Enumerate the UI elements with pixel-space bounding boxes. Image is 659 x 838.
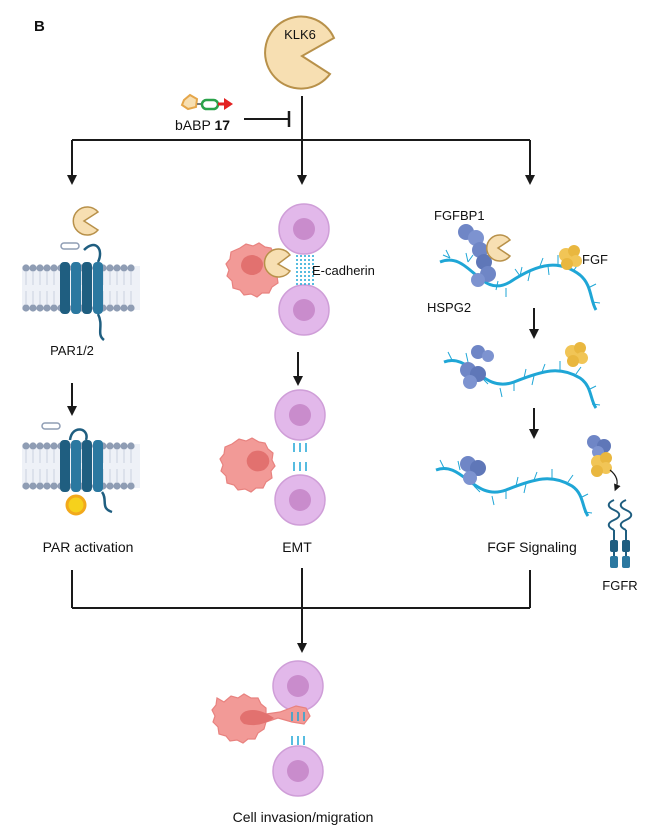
lipid-head <box>29 442 37 450</box>
lipid-head <box>113 482 121 490</box>
inhibitor-warhead-icon <box>180 93 199 111</box>
fgfr-label: FGFR <box>602 578 637 593</box>
lipid-head <box>29 482 37 490</box>
lipid-head <box>36 482 44 490</box>
babp17-inhibitor: bABP 17 <box>175 93 291 133</box>
fgfbp1-cleaved-icon <box>460 345 494 389</box>
lipid-head <box>106 442 114 450</box>
lipid-head <box>106 304 114 312</box>
panel-letter: B <box>34 18 45 35</box>
fgf-label: FGF <box>582 252 608 267</box>
lipid-head <box>50 482 58 490</box>
fgf-protein-icon-1 <box>559 245 582 270</box>
lipid-head <box>22 264 30 272</box>
fgf-protein-icon-2 <box>565 342 588 367</box>
e-cadherin-label: E-cadherin <box>312 263 375 278</box>
klk6-enzyme: KLK6 <box>264 15 336 90</box>
lipid-head <box>106 264 114 272</box>
lipid-head <box>106 482 114 490</box>
lipid-head <box>29 264 37 272</box>
lipid-head <box>50 264 58 272</box>
invasion-group: Cell invasion/migration <box>211 660 374 825</box>
fgf-outcome-label: FGF Signaling <box>487 539 576 555</box>
top-branch-arrows <box>67 96 535 185</box>
lipid-head <box>127 264 135 272</box>
lipid-head <box>120 482 128 490</box>
klk6-small-icon-fgf <box>486 234 512 262</box>
lipid-head <box>120 442 128 450</box>
bottom-merge-arrows <box>71 568 531 653</box>
inhibitor-tag-icon <box>224 98 233 110</box>
epithelial-cell-bottom-2 <box>274 474 326 526</box>
epithelial-cell-bottom-1 <box>278 284 330 336</box>
inhibitor-linker-icon <box>200 98 220 111</box>
par-receptor-icon <box>60 243 105 341</box>
junction-remnant-icon <box>291 712 305 745</box>
par-activated-receptor-icon <box>60 428 113 516</box>
lipid-head <box>120 264 128 272</box>
klk6-small-icon <box>72 206 100 236</box>
e-cadherin-junction-icon <box>296 255 314 285</box>
peptide-icon <box>60 242 80 250</box>
lipid-head <box>127 442 135 450</box>
released-peptide-icon <box>41 422 61 430</box>
hspg2-strand-1 <box>439 224 601 311</box>
fgf-column: FGFBP1 FGF HSPG2 <box>427 208 638 593</box>
klk6-small-icon-emt <box>263 248 292 278</box>
lipid-head <box>43 442 51 450</box>
final-outcome-label: Cell invasion/migration <box>233 809 374 825</box>
disrupted-junction-icon <box>293 443 307 471</box>
hspg2-strand-3 <box>435 435 621 517</box>
binding-arrow <box>609 469 621 492</box>
lipid-head <box>22 482 30 490</box>
epithelial-cell-top-2 <box>274 389 326 441</box>
lipid-head <box>43 304 51 312</box>
lipid-head <box>113 264 121 272</box>
fgfbp1-protein-icon <box>458 224 496 287</box>
fgfbp1-label: FGFBP1 <box>434 208 485 223</box>
lipid-head <box>36 264 44 272</box>
lipid-head <box>43 264 51 272</box>
epithelial-cell-top-3 <box>272 660 324 712</box>
fgfbp1-released-icon <box>460 456 486 485</box>
invading-tumor-cell <box>211 693 311 744</box>
epithelial-cell-top-1 <box>278 203 330 255</box>
tumor-cell-2 <box>219 437 276 493</box>
fgfbp1-fgf-complex-icon <box>587 435 612 477</box>
lipid-head <box>36 442 44 450</box>
lipid-head <box>50 304 58 312</box>
par-outcome-label: PAR activation <box>43 539 134 555</box>
fgfr-receptor-icon <box>607 499 633 568</box>
inhibitor-label: bABP 17 <box>175 117 230 133</box>
lipid-head <box>113 304 121 312</box>
par-receptor-label: PAR1/2 <box>50 343 94 358</box>
hspg2-label: HSPG2 <box>427 300 471 315</box>
klk6-label: KLK6 <box>284 27 316 42</box>
emt-column: E-cadherin EMT <box>219 203 375 555</box>
lipid-head <box>43 482 51 490</box>
lipid-head <box>22 442 30 450</box>
par-column: PAR1/2 PAR activation <box>22 206 140 555</box>
lipid-head <box>127 304 135 312</box>
lipid-head <box>127 482 135 490</box>
epithelial-cell-bottom-3 <box>272 745 324 797</box>
activation-spark-icon <box>65 494 87 516</box>
hspg2-strand-2 <box>443 342 601 409</box>
lipid-head <box>113 442 121 450</box>
emt-outcome-label: EMT <box>282 539 312 555</box>
lipid-head <box>29 304 37 312</box>
lipid-head <box>120 304 128 312</box>
lipid-head <box>36 304 44 312</box>
lipid-head <box>50 442 58 450</box>
lipid-head <box>22 304 30 312</box>
